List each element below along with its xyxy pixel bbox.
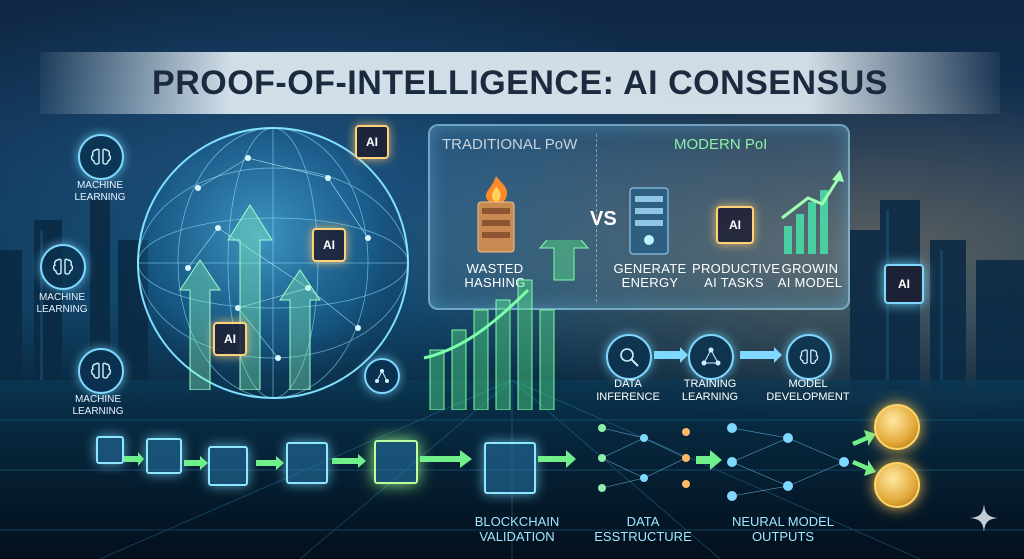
modern-poi-header: MODERN PoI [674,136,768,153]
ai-chip-icon: AI [213,322,247,356]
ai-chip-icon: AI [716,206,754,244]
vs-label: VS [590,208,617,230]
block-cube [146,438,182,474]
brain-icon [786,334,832,380]
pipeline-arrow [696,450,722,470]
brain-icon [78,134,124,180]
panel-divider [596,134,597,302]
pipeline-arrows [124,450,576,470]
growth-chart-icon [781,170,844,254]
ai-chip-icon: AI [884,264,924,304]
network-node-icon [364,358,400,394]
block-cube [96,436,124,464]
growth-arrows [179,204,321,390]
brain-icon [78,348,124,394]
neural-network-icon [727,423,849,501]
ai-chip-icon: AI [312,228,346,262]
rising-arrow [423,240,590,410]
server-icon [629,187,669,255]
training-icon [688,334,734,380]
block-cube [484,442,536,494]
traditional-pow-header: TRADITIONAL PoW [442,136,578,153]
block-cube [286,442,328,484]
process-arrows [654,347,782,363]
neural-network-icon [598,424,690,492]
coin-arrows [852,430,876,476]
title-banner: PROOF-OF-INTELLIGENCE: AI CONSENSUS [40,52,1000,114]
data-inference-icon [606,334,652,380]
crypto-coin-icon [874,404,920,450]
ai-chip-icon: AI [355,125,389,159]
fire-server-icon [477,176,515,253]
page-title: PROOF-OF-INTELLIGENCE: AI CONSENSUS [152,63,888,102]
sparkle-icon [970,504,998,532]
globe-network-icon [137,127,409,399]
block-cube-highlighted [374,440,418,484]
block-cube [208,446,248,486]
brain-icon [40,244,86,290]
crypto-coin-icon [874,462,920,508]
